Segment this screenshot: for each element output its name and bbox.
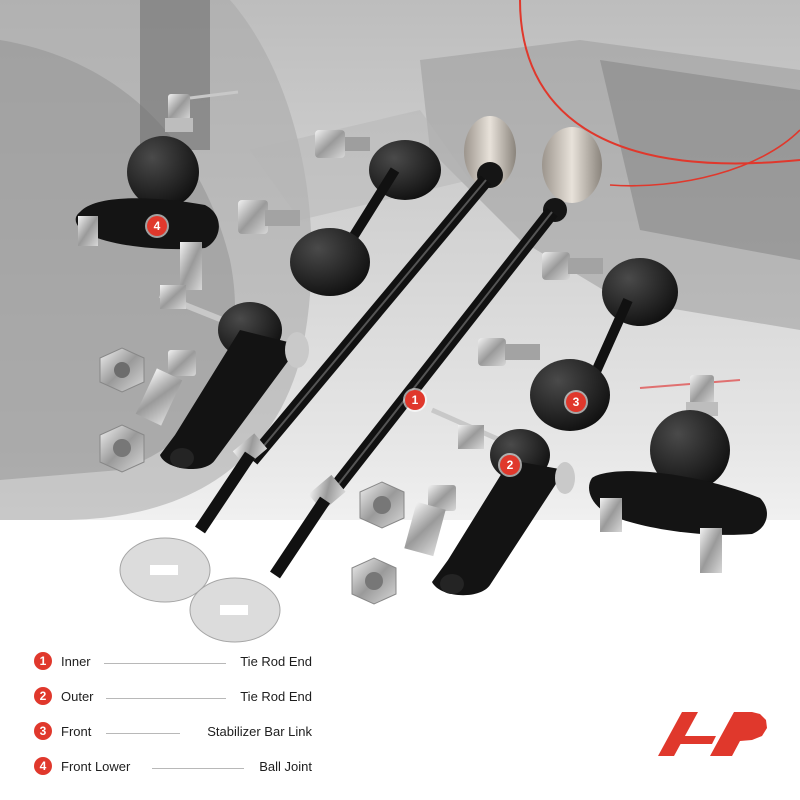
legend-row-2: 2 Outer Tie Rod End	[34, 683, 324, 718]
legend-number: 2	[34, 687, 52, 705]
callout-4: 4	[147, 216, 167, 236]
callout-1: 1	[405, 390, 425, 410]
legend-number: 4	[34, 757, 52, 775]
parts-legend: 1 Inner Tie Rod End 2 Outer Tie Rod End …	[34, 648, 324, 788]
legend-label-right: Tie Rod End	[240, 654, 312, 669]
ball-joint-right	[589, 375, 767, 573]
inner-tie-rod-right	[270, 127, 602, 579]
legend-row-4: 4 Front Lower Ball Joint	[34, 753, 324, 788]
legend-number: 3	[34, 722, 52, 740]
hardware-nuts-bolts-washers	[99, 347, 456, 643]
leader-line	[106, 698, 226, 699]
leader-line	[104, 663, 226, 664]
legend-number: 1	[34, 652, 52, 670]
outer-tie-rod-end-left	[158, 285, 309, 470]
legend-label-left: Front Lower	[61, 759, 131, 774]
legend-row-3: 3 Front Stabilizer Bar Link	[34, 718, 324, 753]
legend-label-right: Stabilizer Bar Link	[207, 724, 312, 739]
brand-logo	[658, 712, 767, 756]
leader-line	[152, 768, 244, 769]
legend-label-right: Ball Joint	[259, 759, 312, 774]
legend-label-left: Outer	[61, 689, 94, 704]
legend-label-right: Tie Rod End	[240, 689, 312, 704]
callout-3: 3	[566, 392, 586, 412]
inner-tie-rod-left	[195, 116, 516, 534]
leader-line	[106, 733, 180, 734]
legend-label-left: Front	[61, 724, 92, 739]
legend-row-1: 1 Inner Tie Rod End	[34, 648, 324, 683]
outer-tie-rod-end-right	[430, 407, 575, 596]
callout-2: 2	[500, 455, 520, 475]
stabilizer-link-top	[238, 130, 441, 296]
stabilizer-link-right	[478, 252, 678, 431]
legend-label-left: Inner	[61, 654, 91, 669]
